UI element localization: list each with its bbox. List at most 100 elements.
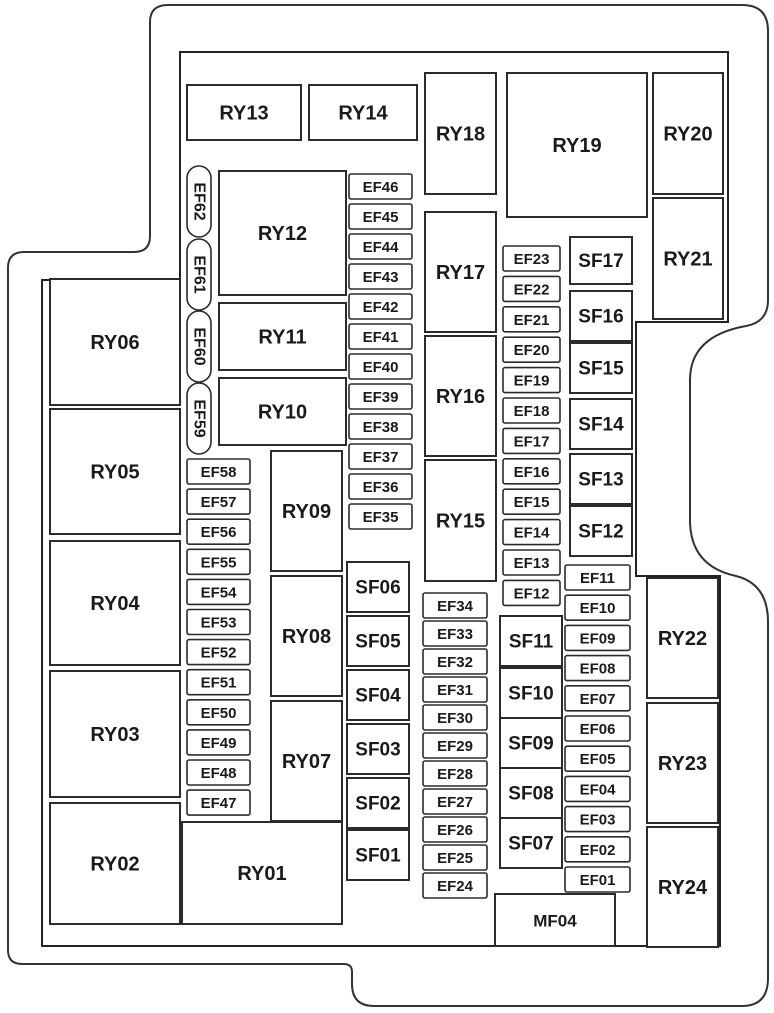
ef29: EF29 [422, 732, 488, 759]
ry20-outline [652, 72, 724, 195]
ef14-label: EF14 [514, 525, 551, 542]
ry23-outline [646, 702, 719, 824]
ef20: EF20 [502, 336, 561, 364]
ef24: EF24 [422, 872, 488, 899]
ef54-label: EF54 [201, 584, 238, 601]
ry24-outline [646, 826, 719, 948]
ef03-label: EF03 [580, 812, 616, 829]
sf13-outline [569, 453, 633, 505]
ef59: EF59 [186, 382, 212, 455]
ef60-label: EF60 [191, 327, 208, 365]
sf07: SF07 [499, 817, 563, 869]
ef50-label: EF50 [201, 705, 237, 722]
ef24-label: EF24 [437, 878, 474, 895]
ef27-outline [422, 788, 488, 815]
ef46: EF46 [348, 173, 413, 200]
ef08-label: EF08 [580, 661, 616, 678]
ef40-label: EF40 [363, 359, 399, 376]
ef09-label: EF09 [580, 630, 616, 647]
ef28: EF28 [422, 760, 488, 787]
ry16-outline [424, 335, 497, 457]
ef10-outline [564, 594, 631, 622]
ef02: EF02 [564, 835, 631, 863]
sf14-outline [569, 398, 633, 450]
ry06-label: RY06 [90, 332, 139, 354]
ef37-label: EF37 [363, 449, 399, 466]
ef21-outline [502, 305, 561, 333]
ef12-label: EF12 [514, 585, 550, 602]
sf10-label: SF10 [508, 684, 553, 705]
ef10: EF10 [564, 594, 631, 622]
ry04-outline [49, 540, 181, 666]
ef33-outline [422, 620, 488, 647]
ry09-label: RY09 [282, 501, 331, 523]
ef57-outline [186, 488, 251, 515]
sf12: SF12 [569, 505, 633, 557]
sf04: SF04 [346, 669, 410, 721]
ef38-outline [348, 413, 413, 440]
ry24-label: RY24 [658, 877, 708, 899]
ef02-outline [564, 835, 631, 863]
ef41-outline [348, 323, 413, 350]
sf13-label: SF13 [578, 470, 623, 491]
sf17: SF17 [569, 236, 633, 285]
sf17-label: SF17 [578, 251, 623, 272]
ef53: EF53 [186, 608, 251, 636]
ef14: EF14 [502, 518, 561, 546]
ef15-label: EF15 [514, 494, 550, 511]
sf03-label: SF03 [355, 740, 400, 761]
ef33-label: EF33 [437, 626, 473, 643]
ef15: EF15 [502, 488, 561, 516]
ef07-outline [564, 684, 631, 712]
ry19-label: RY19 [552, 135, 601, 157]
ef31-label: EF31 [437, 682, 473, 699]
ry01-outline [181, 821, 343, 925]
ef50: EF50 [186, 698, 251, 726]
ef59-outline [186, 382, 212, 455]
ef55: EF55 [186, 548, 251, 576]
ef44: EF44 [348, 233, 413, 260]
ef45-outline [348, 203, 413, 230]
ef22-outline [502, 275, 561, 303]
ef23-outline [502, 245, 561, 272]
ef31: EF31 [422, 676, 488, 703]
ef23: EF23 [502, 245, 561, 272]
ry01-label: RY01 [237, 863, 286, 885]
ef03: EF03 [564, 805, 631, 833]
ry05-outline [49, 408, 181, 535]
ef46-label: EF46 [363, 179, 399, 196]
ef16-label: EF16 [514, 464, 550, 481]
ry14-label: RY14 [338, 103, 388, 125]
ef58-outline [186, 458, 251, 485]
ry20-label: RY20 [663, 124, 712, 146]
sf06-outline [346, 561, 410, 613]
ef07: EF07 [564, 684, 631, 712]
ry22-label: RY22 [658, 628, 707, 650]
ef47-label: EF47 [201, 795, 237, 812]
ry23-label: RY23 [658, 753, 707, 775]
ry09: RY09 [270, 450, 343, 572]
ef09: EF09 [564, 624, 631, 652]
ef14-outline [502, 518, 561, 546]
ef32: EF32 [422, 648, 488, 675]
ef48-label: EF48 [201, 765, 237, 782]
ef28-label: EF28 [437, 766, 473, 783]
ef32-label: EF32 [437, 654, 473, 671]
ef38: EF38 [348, 413, 413, 440]
ef37: EF37 [348, 443, 413, 470]
ry13-outline [186, 84, 302, 141]
sf05-outline [346, 615, 410, 667]
ry12-outline [218, 170, 347, 296]
ef62-outline [186, 165, 212, 238]
ef17-label: EF17 [514, 433, 550, 450]
ry04-label: RY04 [90, 593, 140, 615]
ef16: EF16 [502, 457, 561, 485]
ef15-outline [502, 488, 561, 516]
ef46-outline [348, 173, 413, 200]
ry12-label: RY12 [258, 223, 307, 245]
ef56: EF56 [186, 518, 251, 546]
ef37-outline [348, 443, 413, 470]
ef53-label: EF53 [201, 615, 237, 632]
ef49: EF49 [186, 729, 251, 756]
ry10: RY10 [218, 377, 347, 446]
